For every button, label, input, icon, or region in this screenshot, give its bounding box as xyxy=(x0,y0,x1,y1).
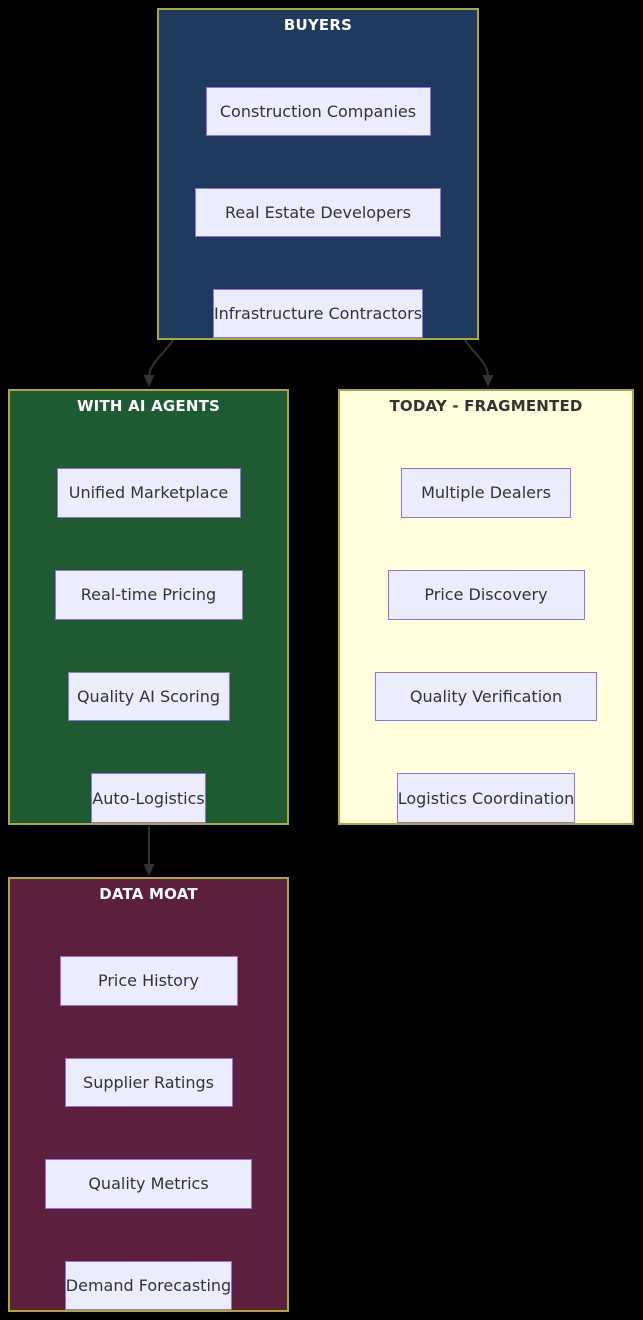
node-demand-forecasting: Demand Forecasting xyxy=(64,1260,233,1310)
node-construction-companies: Construction Companies xyxy=(205,87,431,136)
group-buyers: BUYERS Construction Companies Real Estat… xyxy=(157,8,479,340)
node-infrastructure-contractors: Infrastructure Contractors xyxy=(212,289,424,338)
edge-buyers-to-with-ai-agents xyxy=(143,339,174,387)
node-logistics-coordination: Logistics Coordination xyxy=(396,773,576,823)
node-quality-verification: Quality Verification xyxy=(375,671,597,722)
edge-buyers-to-today-fragmented xyxy=(464,339,494,387)
node-multiple-dealers: Multiple Dealers xyxy=(401,468,571,518)
node-price-discovery: Price Discovery xyxy=(387,569,585,620)
node-quality-ai-scoring: Quality AI Scoring xyxy=(67,671,230,722)
group-data-moat-title: DATA MOAT xyxy=(99,885,198,903)
group-data-moat: DATA MOAT Price History Supplier Ratings… xyxy=(8,877,289,1312)
group-with-ai-agents: WITH AI AGENTS Unified Marketplace Real-… xyxy=(8,389,289,825)
node-price-history: Price History xyxy=(59,956,238,1006)
node-real-time-pricing: Real-time Pricing xyxy=(54,569,243,620)
group-with-ai-agents-title: WITH AI AGENTS xyxy=(76,397,221,415)
group-buyers-title: BUYERS xyxy=(283,16,353,34)
group-today-fragmented: TODAY - FRAGMENTED Multiple Dealers Pric… xyxy=(338,389,634,825)
edge-with-ai-agents-to-data-moat xyxy=(143,826,155,876)
node-real-estate-developers: Real Estate Developers xyxy=(195,188,441,237)
node-quality-metrics: Quality Metrics xyxy=(45,1159,252,1209)
node-unified-marketplace: Unified Marketplace xyxy=(56,468,241,518)
node-auto-logistics: Auto-Logistics xyxy=(91,773,206,823)
group-today-fragmented-title: TODAY - FRAGMENTED xyxy=(389,397,583,415)
node-supplier-ratings: Supplier Ratings xyxy=(64,1057,233,1107)
